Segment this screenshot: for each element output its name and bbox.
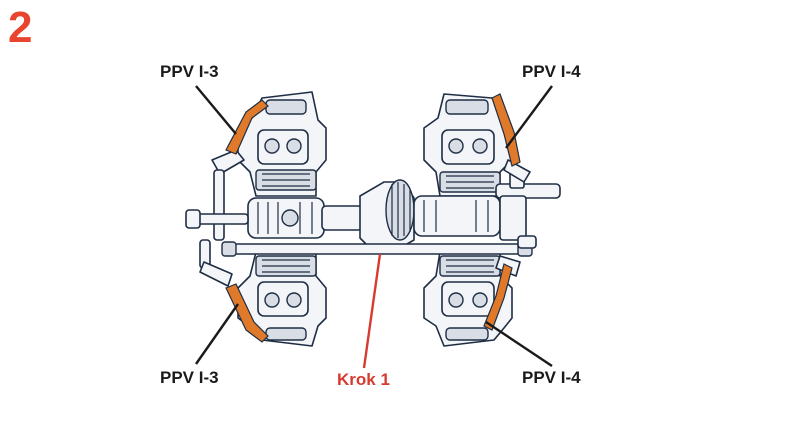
leader-top-right — [505, 85, 553, 149]
leader-top-left — [195, 85, 237, 135]
tie-rod — [221, 241, 533, 257]
leader-bottom-right — [485, 321, 553, 367]
leader-bottom-left — [195, 303, 239, 365]
label-ppv-i4-bottom: PPV I-4 — [522, 368, 581, 387]
left-lower-hub — [237, 251, 327, 347]
right-upper-hub — [423, 93, 513, 197]
step-number: 2 — [8, 3, 33, 52]
label-ppv-i4-top: PPV I-4 — [522, 62, 581, 81]
ppv-i4-upper-part — [491, 93, 521, 167]
label-step: Krok 1 — [337, 370, 390, 389]
center-axle — [247, 171, 561, 249]
ppv-i3-lower-part — [225, 283, 269, 343]
leader-step — [362, 253, 382, 369]
label-ppv-i3-bottom: PPV I-3 — [160, 368, 219, 387]
ppv-i3-upper-part — [225, 99, 269, 155]
ppv-i4-lower-part — [483, 263, 513, 331]
left-linkage — [185, 149, 249, 287]
label-ppv-i3-top: PPV I-3 — [160, 62, 219, 81]
left-upper-hub — [237, 91, 327, 197]
